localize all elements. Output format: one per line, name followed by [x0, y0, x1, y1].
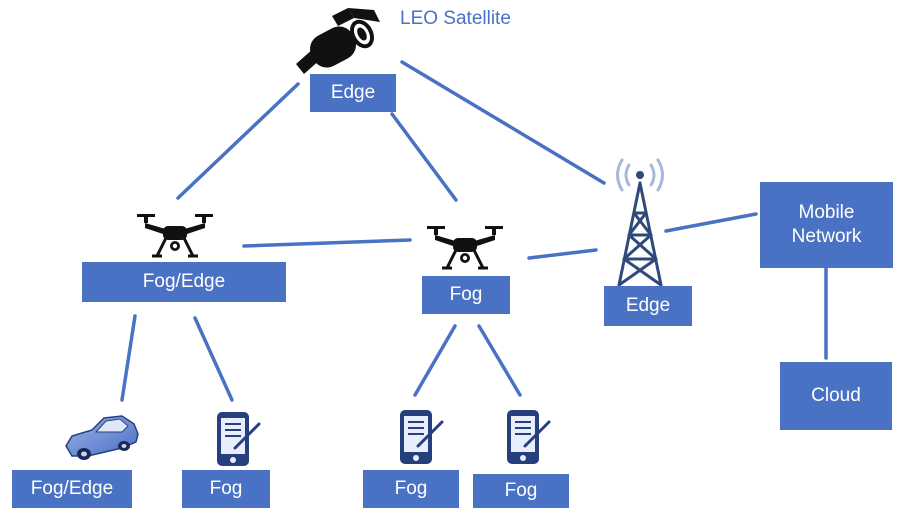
center-drone-fog-node: Fog: [422, 276, 510, 314]
link-tower-mobile-network: [664, 212, 758, 233]
mobile-network-node: Mobile Network: [760, 182, 893, 268]
drone-icon-left: [137, 214, 213, 258]
car-fog-edge-node: Fog/Edge: [12, 470, 132, 508]
car-icon: [65, 415, 139, 460]
phone-icon-left: [217, 412, 261, 466]
satellite-edge-node: Edge: [310, 74, 396, 112]
link-center-drone-phone-right: [477, 324, 522, 397]
link-center-drone-phone-mid: [413, 324, 457, 397]
link-left-drone-center-drone: [242, 238, 412, 248]
phone-icon-right: [507, 410, 551, 464]
phone-icon-mid: [400, 410, 444, 464]
phone-mid-fog-node: Fog: [363, 470, 459, 508]
phone-right-fog-node: Fog: [473, 474, 569, 508]
left-drone-fog-edge-node: Fog/Edge: [82, 262, 286, 302]
link-left-drone-car: [120, 314, 137, 402]
link-center-drone-tower: [527, 248, 598, 260]
link-satellite-center-drone: [390, 112, 458, 202]
link-satellite-left-drone: [176, 82, 300, 200]
leo-satellite-label: LEO Satellite: [400, 8, 511, 29]
link-left-drone-phone-left: [193, 316, 234, 402]
phone-left-fog-node: Fog: [182, 470, 270, 508]
cell-tower-icon: [616, 158, 664, 287]
tower-edge-node: Edge: [604, 286, 692, 326]
satellite-icon: [296, 8, 380, 74]
drone-icon-center: [427, 226, 503, 270]
cloud-node: Cloud: [780, 362, 892, 430]
link-satellite-tower: [400, 60, 606, 185]
